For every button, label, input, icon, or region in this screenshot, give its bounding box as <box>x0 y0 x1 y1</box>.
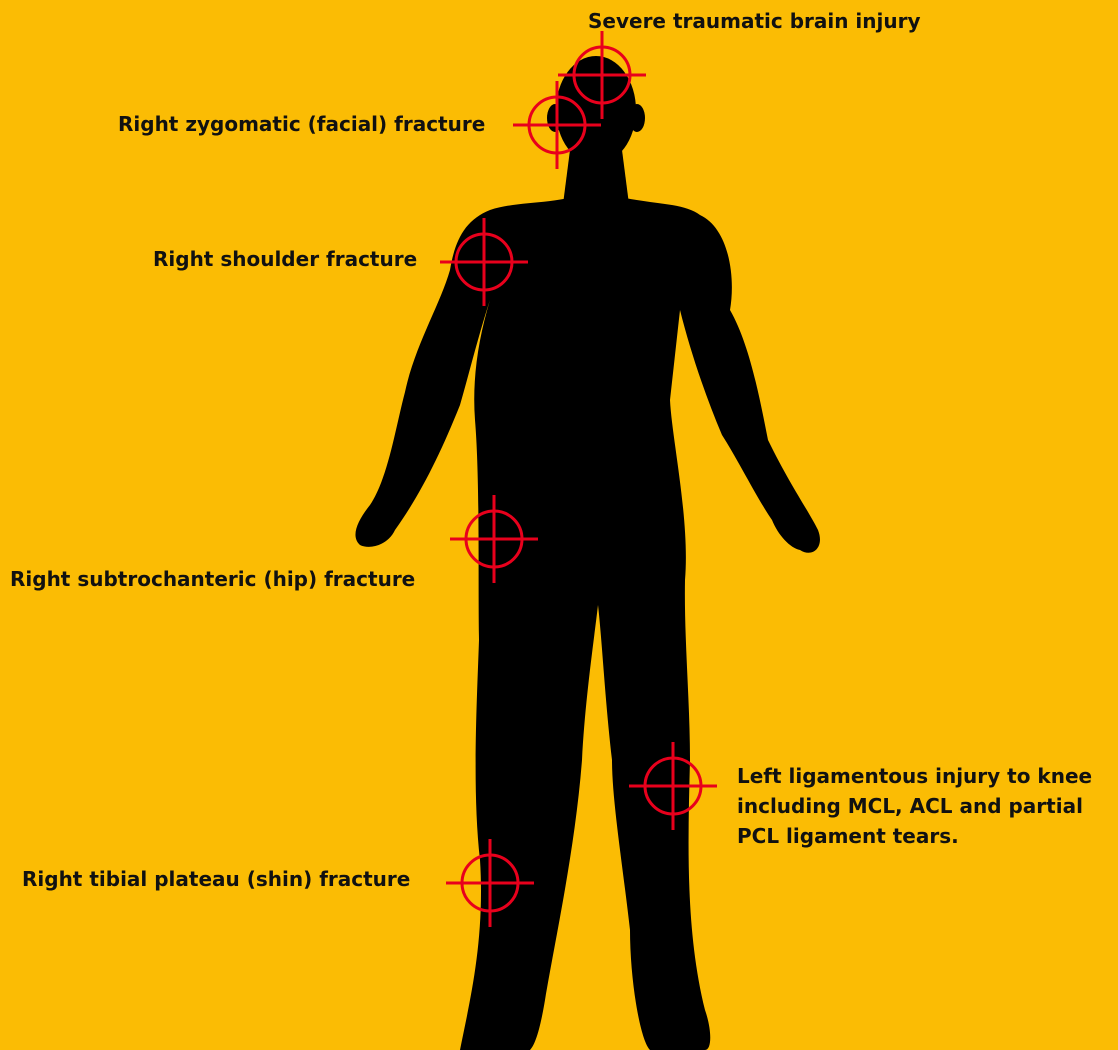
label-zygomatic-fracture: Right zygomatic (facial) fracture <box>118 109 485 139</box>
label-brain-injury: Severe traumatic brain injury <box>588 6 921 36</box>
label-shin-fracture: Right tibial plateau (shin) fracture <box>22 864 410 894</box>
label-knee-injury: Left ligamentous injury to knee includin… <box>737 761 1117 851</box>
silhouette-head <box>556 56 636 164</box>
label-shoulder-fracture: Right shoulder fracture <box>153 244 417 274</box>
silhouette-ear-left <box>547 104 563 132</box>
human-silhouette <box>355 56 819 1050</box>
silhouette-ear-right <box>629 104 645 132</box>
silhouette-body <box>355 190 819 1050</box>
label-hip-fracture: Right subtrochanteric (hip) fracture <box>10 564 415 594</box>
